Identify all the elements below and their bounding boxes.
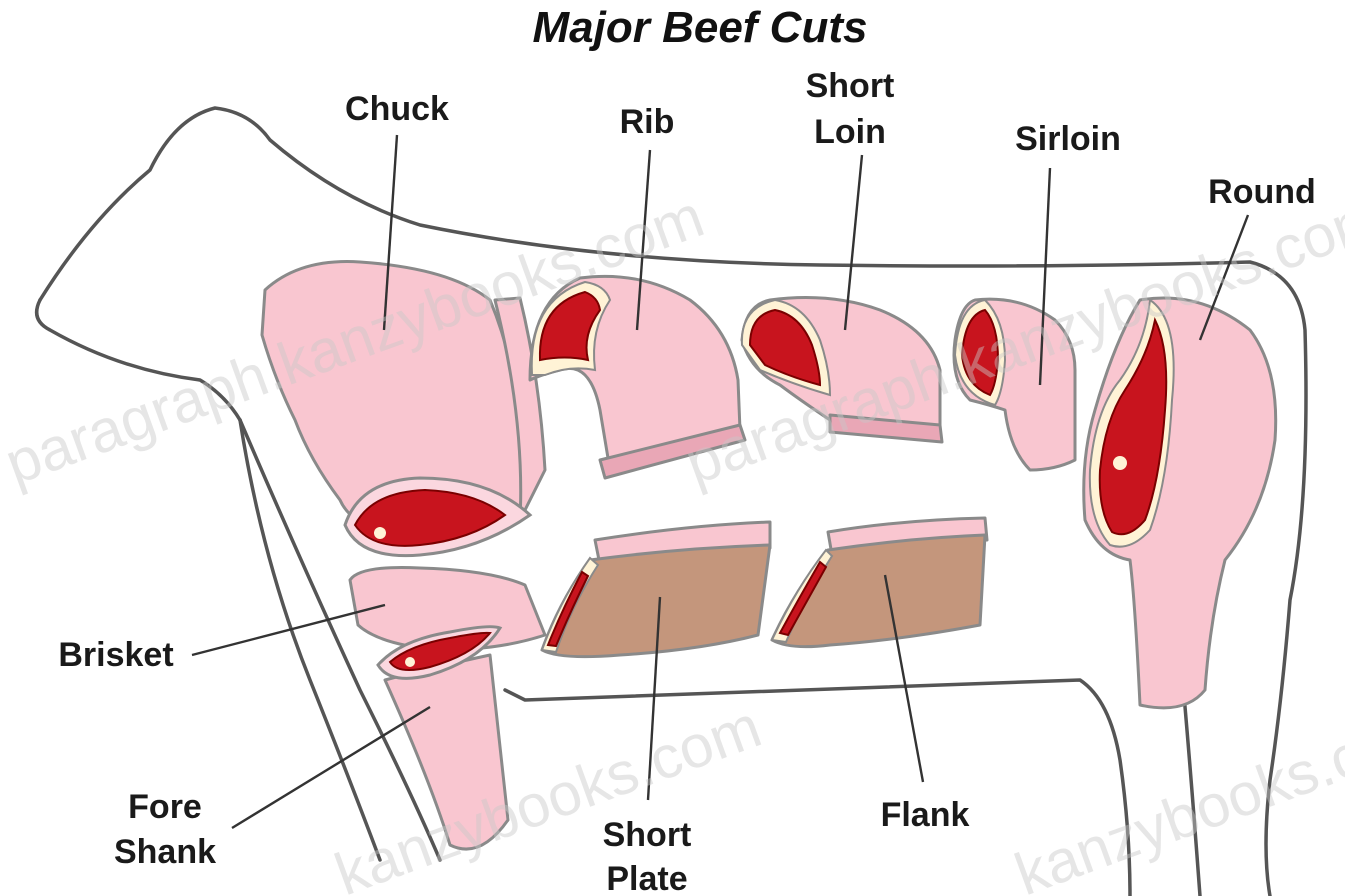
label-chuck: Chuck [345,90,449,128]
label-fore-shank-line1: Fore [128,788,202,826]
watermark-text: kanzybooks.com [1007,692,1345,896]
label-sirloin: Sirloin [1015,120,1121,158]
label-short-plate-line1: Short [603,816,692,854]
label-round: Round [1208,173,1316,211]
watermark-text: kanzybooks.com [327,692,770,896]
label-short-loin-line2: Loin [814,113,886,151]
cut-flank [772,518,987,647]
label-fore-shank-line2: Shank [114,833,216,871]
cut-short-plate [542,522,770,657]
cut-round [1084,298,1276,708]
diagram-title: Major Beef Cuts [533,3,868,52]
label-rib: Rib [620,103,675,141]
label-brisket: Brisket [58,636,173,674]
label-short-plate-line2: Plate [606,860,687,896]
label-short-loin-line1: Short [806,67,895,105]
label-flank: Flank [881,796,970,834]
